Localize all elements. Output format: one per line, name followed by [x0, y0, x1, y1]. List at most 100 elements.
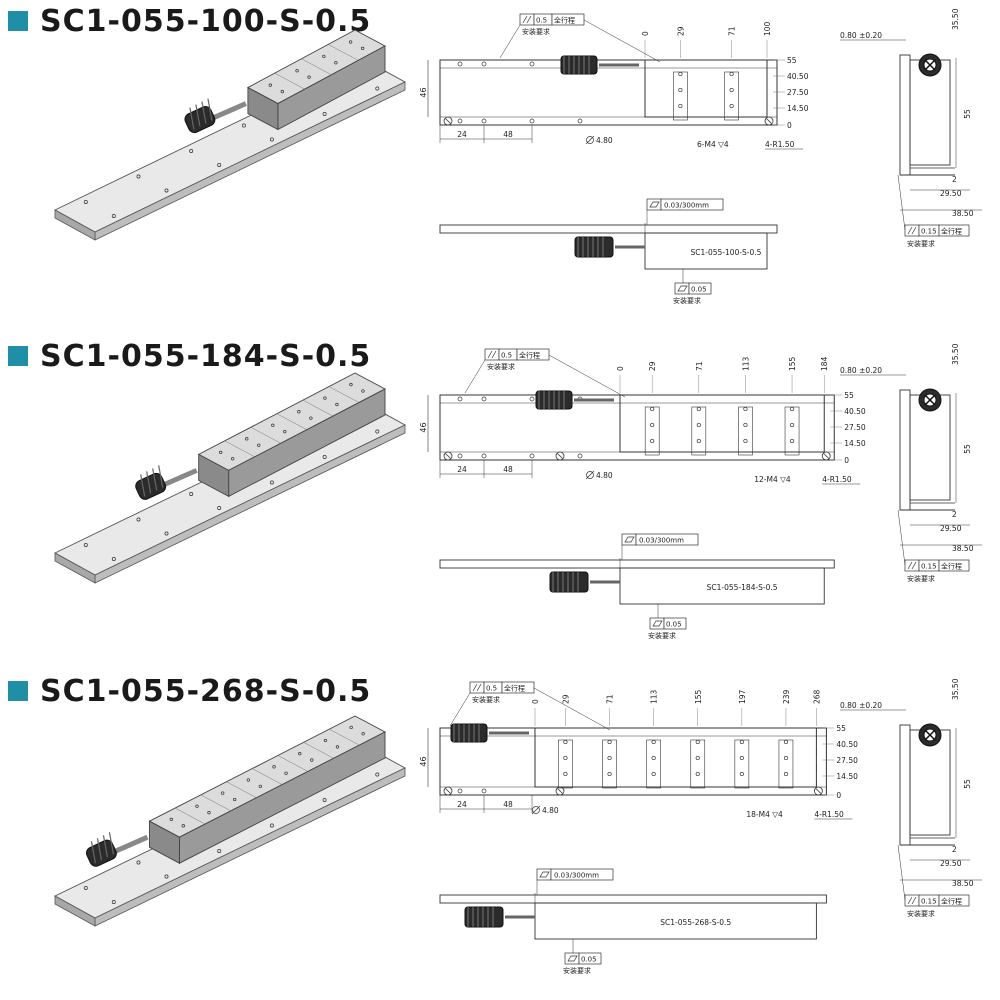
mounting-hole — [529, 453, 535, 459]
pocket-outline — [558, 739, 573, 789]
height-label: 14.50 — [844, 439, 866, 448]
full-stroke-label: 全行程 — [941, 227, 962, 236]
corner-radius-spec: 4-R1.50 — [822, 475, 852, 484]
mounting-hole — [529, 118, 535, 124]
side-tol-symbol-box — [904, 224, 920, 237]
height-dimension: 46 — [419, 422, 428, 432]
drawing-line — [557, 453, 563, 459]
drawing-line — [897, 509, 906, 566]
drawing-line — [152, 468, 158, 491]
drawing-line — [445, 118, 451, 124]
side-tolerance: 0.15 — [921, 563, 937, 571]
mounting-hole — [322, 54, 326, 59]
mounting-hole — [111, 214, 116, 218]
rail-outline — [439, 394, 835, 461]
drawing-line — [472, 683, 478, 692]
tolerance-symbol-box — [484, 348, 500, 361]
drawing-line — [449, 692, 471, 727]
side-tol-symbol-box — [904, 894, 920, 907]
mounting-hole — [789, 438, 795, 444]
flatness-tolerance: 0.03/300mm — [639, 537, 684, 545]
side-tol-symbol-box — [904, 559, 920, 572]
mounting-hole — [335, 402, 339, 407]
drawing-line — [766, 118, 772, 124]
diameter-icon — [586, 471, 594, 479]
height-label: 14.50 — [836, 772, 858, 781]
mounting-hole — [164, 188, 169, 193]
drawing-line — [815, 788, 822, 794]
mounting-hole — [696, 422, 701, 428]
small-dimension: 2 — [952, 510, 957, 519]
pocket-outline — [690, 739, 706, 789]
mounting-hole — [563, 771, 568, 777]
pocket-outline — [784, 406, 800, 456]
mounting-hole — [111, 900, 116, 904]
mounting-hole — [322, 798, 327, 802]
mounting-hole — [323, 738, 328, 743]
drawing-line — [924, 729, 936, 741]
install-requirement: 安装要求 — [673, 296, 701, 305]
flatness-tolerance: 0.03/300mm — [554, 872, 599, 880]
full-stroke-label: 全行程 — [504, 684, 525, 693]
screw-head-icon — [821, 451, 831, 461]
mounting-hole — [189, 149, 194, 153]
mounting-hole — [577, 453, 583, 459]
mounting-hole — [529, 396, 535, 402]
drawing-line — [195, 104, 201, 127]
station-label: 155 — [694, 689, 703, 704]
drawing-line — [207, 98, 213, 121]
bottom-tol-value-box — [578, 952, 602, 965]
model-title: SC1-055-268-S-0.5 — [40, 673, 372, 709]
isometric-view — [54, 715, 406, 927]
drawing-line — [158, 465, 164, 488]
mounting-hole — [650, 438, 655, 444]
tap-spec: 12-M4 ▽4 — [754, 475, 791, 484]
mounting-hole — [729, 103, 734, 109]
isometric-view — [54, 372, 406, 584]
mounting-hole — [607, 739, 612, 745]
station-label: 268 — [812, 689, 821, 704]
drawing-line — [557, 788, 563, 794]
mounting-hole — [457, 396, 463, 402]
mounting-hole — [651, 739, 656, 745]
mounting-hole — [361, 389, 365, 393]
connector-icon — [86, 839, 117, 867]
mounting-hole — [233, 797, 237, 802]
rail-base-end — [54, 552, 96, 584]
width-dimension: 38.50 — [952, 879, 974, 888]
mounting-hole — [783, 771, 789, 777]
station-label: 29 — [561, 694, 570, 704]
height-label: 55 — [836, 724, 846, 733]
mounting-hole — [577, 118, 583, 124]
drawing-line — [96, 838, 103, 861]
mounting-hole — [695, 755, 700, 761]
top-dimension: 35.50 — [951, 343, 960, 365]
drawing-line — [277, 755, 309, 772]
rail-base-end — [54, 895, 96, 927]
bottom-tol-symbol-box — [564, 952, 580, 965]
drawing-line — [911, 226, 917, 235]
station-label: 184 — [820, 356, 829, 371]
mounting-hole — [219, 450, 223, 455]
drawing-line — [328, 44, 359, 61]
drawing-line — [526, 15, 532, 24]
mounting-hole — [169, 817, 173, 822]
mounting-hole — [650, 422, 655, 428]
install-requirement: 安装要求 — [907, 909, 935, 918]
mounting-hole — [297, 410, 301, 414]
gap-dimension: 0.80 ±0.20 — [840, 701, 882, 710]
drawing-line — [583, 19, 661, 63]
slider-end — [198, 453, 230, 498]
mounting-hole — [696, 438, 701, 444]
mounting-hole — [360, 46, 365, 51]
mounting-hole — [334, 61, 338, 65]
rail-profile — [439, 894, 827, 904]
width-dimension: 38.50 — [952, 209, 974, 218]
mounting-hole — [678, 71, 683, 77]
full-stroke-label: 全行程 — [554, 16, 575, 25]
corner-radius-spec: 4-R1.50 — [814, 810, 844, 819]
